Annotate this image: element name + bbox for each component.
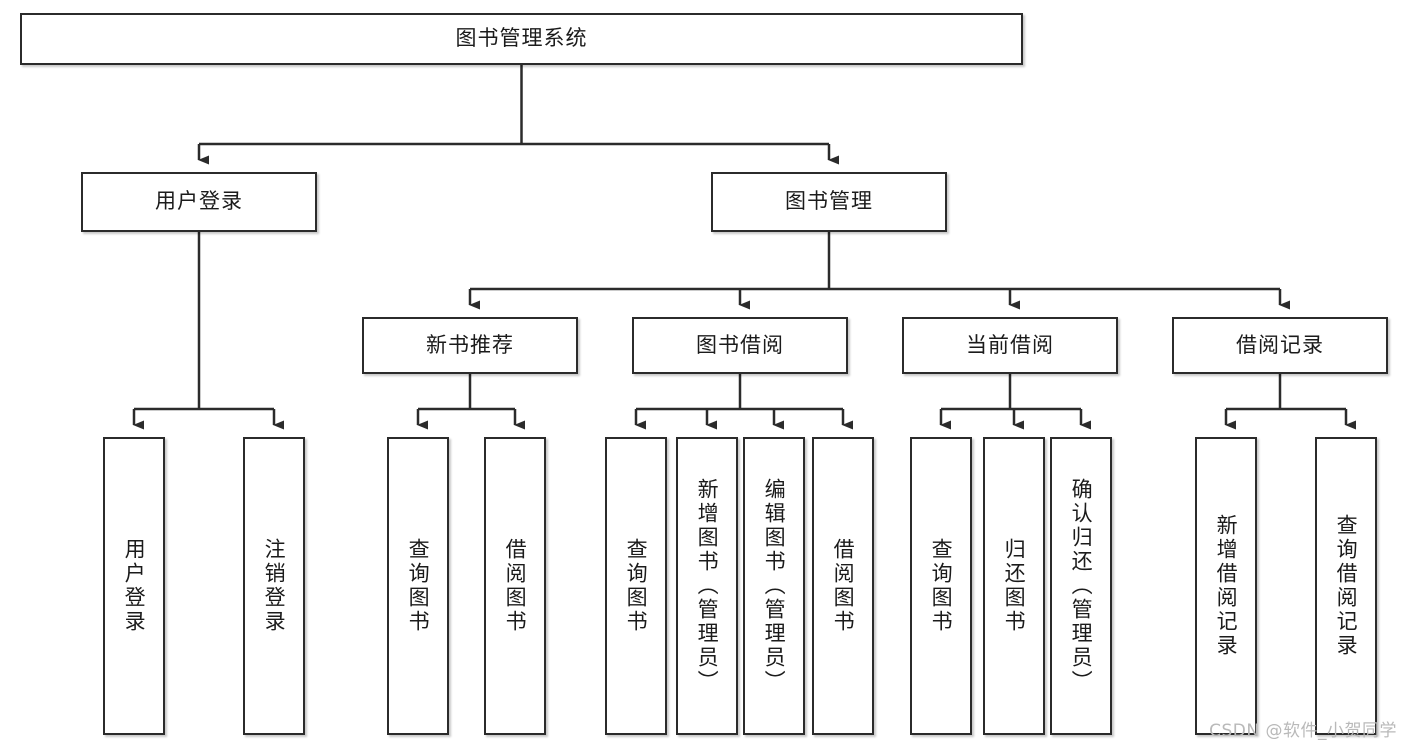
node-leaf-user-login[interactable]: 用户登录 <box>103 437 165 735</box>
node-borrow-record[interactable]: 借阅记录 <box>1172 317 1388 374</box>
node-label-borrow-record: 借阅记录 <box>1236 332 1324 357</box>
node-leaf-borrow-book-rec[interactable]: 借阅图书 <box>484 437 546 735</box>
node-leaf-borrow-book-bb[interactable]: 借阅图书 <box>812 437 874 735</box>
node-label-user-login: 用户登录 <box>155 189 243 214</box>
node-leaf-return-book[interactable]: 归还图书 <box>983 437 1045 735</box>
node-current-borrow[interactable]: 当前借阅 <box>902 317 1118 374</box>
node-new-book-recommend[interactable]: 新书推荐 <box>362 317 578 374</box>
node-label-leaf-return-book: 归还图书 <box>1002 538 1027 634</box>
node-label-leaf-confirm-return: 确认归还（管理员） <box>1069 478 1094 694</box>
node-leaf-add-record[interactable]: 新增借阅记录 <box>1195 437 1257 735</box>
watermark-text: CSDN @软件_小贺同学 <box>1209 721 1397 741</box>
edge-group <box>132 65 1356 430</box>
node-label-leaf-add-record: 新增借阅记录 <box>1214 514 1239 658</box>
node-label-leaf-query-record: 查询借阅记录 <box>1334 514 1359 658</box>
node-label-leaf-query-book-rec: 查询图书 <box>406 538 431 634</box>
node-label-leaf-user-login: 用户登录 <box>122 538 147 634</box>
node-leaf-query-record[interactable]: 查询借阅记录 <box>1315 437 1377 735</box>
node-label-leaf-borrow-book-rec: 借阅图书 <box>503 538 528 634</box>
node-label-root: 图书管理系统 <box>455 26 588 51</box>
node-label-book-borrow: 图书借阅 <box>696 332 784 357</box>
node-leaf-query-book-cb[interactable]: 查询图书 <box>910 437 972 735</box>
node-label-leaf-add-book: 新增图书（管理员） <box>695 478 720 694</box>
node-book-manage[interactable]: 图书管理 <box>711 172 947 232</box>
node-root[interactable]: 图书管理系统 <box>20 13 1023 65</box>
node-label-leaf-borrow-book-bb: 借阅图书 <box>831 538 856 634</box>
node-leaf-add-book[interactable]: 新增图书（管理员） <box>676 437 738 735</box>
node-label-current-borrow: 当前借阅 <box>966 332 1054 357</box>
node-label-leaf-edit-book: 编辑图书（管理员） <box>762 478 787 694</box>
node-leaf-query-book-rec[interactable]: 查询图书 <box>387 437 449 735</box>
node-label-leaf-query-book-bb: 查询图书 <box>624 538 649 634</box>
node-label-leaf-logout: 注销登录 <box>262 538 287 634</box>
node-label-leaf-query-book-cb: 查询图书 <box>929 538 954 634</box>
node-label-new-book-recommend: 新书推荐 <box>426 332 514 357</box>
node-leaf-edit-book[interactable]: 编辑图书（管理员） <box>743 437 805 735</box>
node-user-login[interactable]: 用户登录 <box>81 172 317 232</box>
node-leaf-logout[interactable]: 注销登录 <box>243 437 305 735</box>
node-book-borrow[interactable]: 图书借阅 <box>632 317 848 374</box>
node-leaf-confirm-return[interactable]: 确认归还（管理员） <box>1050 437 1112 735</box>
node-label-book-manage: 图书管理 <box>785 189 873 214</box>
node-leaf-query-book-bb[interactable]: 查询图书 <box>605 437 667 735</box>
